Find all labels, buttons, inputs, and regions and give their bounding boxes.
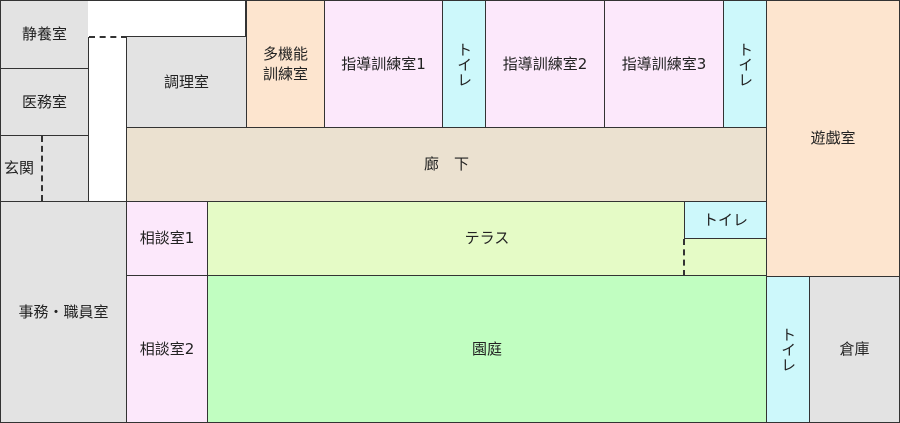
room-genkan: 玄関 bbox=[0, 135, 89, 202]
room-sodan1: 相談室1 bbox=[126, 201, 208, 276]
entrance-hall bbox=[88, 0, 246, 37]
room-sodan2: 相談室2 bbox=[126, 275, 208, 423]
room-entei: 園庭 bbox=[207, 275, 767, 423]
room-tashokuno: 多機能 訓練室 bbox=[246, 0, 325, 128]
room-toilet-top-2: トイレ bbox=[723, 0, 767, 128]
room-toilet-top-1: トイレ bbox=[442, 0, 486, 128]
room-toilet-bottom: トイレ bbox=[766, 276, 810, 423]
room-terrace: テラス bbox=[207, 201, 767, 276]
dashed-partition-entrance-top bbox=[89, 36, 127, 38]
room-chorishitsu: 調理室 bbox=[126, 36, 247, 128]
dashed-partition-genkan bbox=[41, 136, 43, 201]
dashed-partition-terrace bbox=[683, 239, 685, 276]
room-toilet-terrace: トイレ bbox=[684, 201, 767, 239]
room-roka: 廊 下 bbox=[126, 127, 767, 202]
room-shido1: 指導訓練室1 bbox=[324, 0, 443, 128]
room-jimu: 事務・職員室 bbox=[0, 201, 127, 423]
room-seiyoshitsu: 静養室 bbox=[0, 0, 89, 69]
room-soko: 倉庫 bbox=[809, 276, 900, 423]
room-shido3: 指導訓練室3 bbox=[604, 0, 724, 128]
room-yugishitsu: 遊戯室 bbox=[766, 0, 900, 277]
room-shido2: 指導訓練室2 bbox=[485, 0, 605, 128]
room-imushitsu: 医務室 bbox=[0, 68, 89, 136]
